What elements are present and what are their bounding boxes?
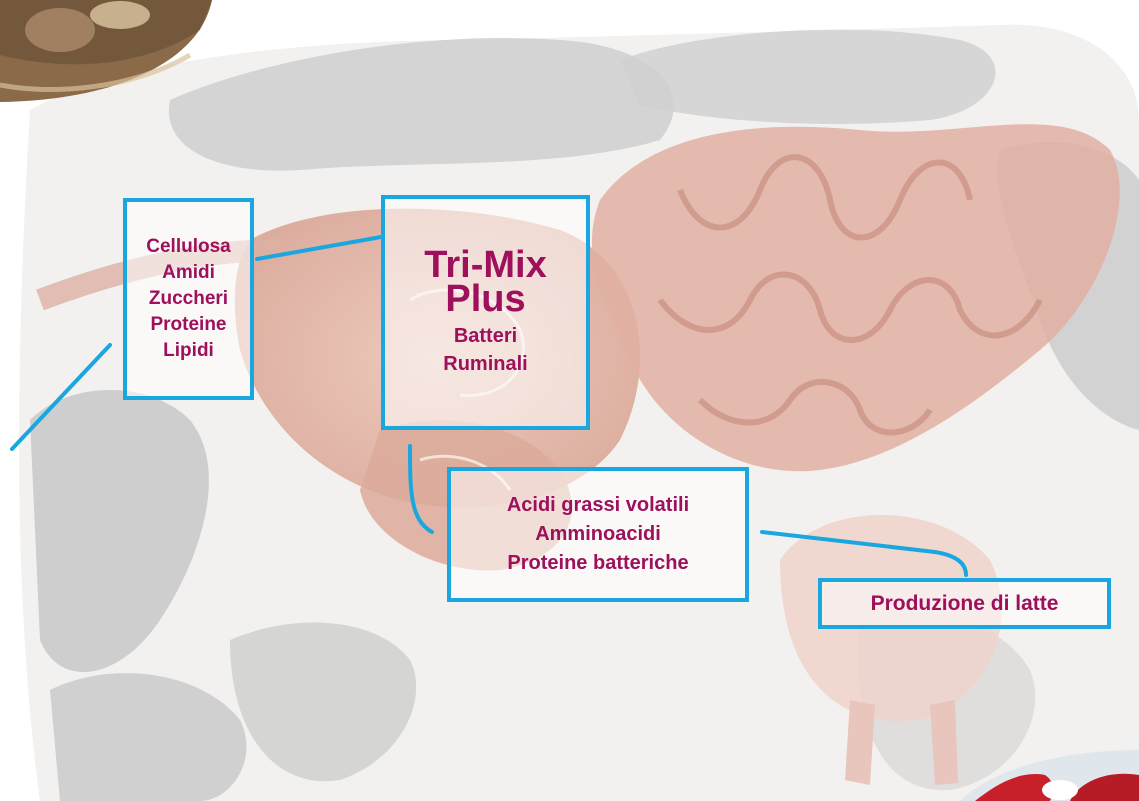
rumen-bacteria-box: Tri-Mix Plus Batteri Ruminali [381, 195, 590, 430]
bacteria-label-line2: Ruminali [443, 350, 527, 378]
bacteria-label-line1: Batteri [454, 322, 517, 350]
feed-item-cellulosa: Cellulosa [146, 234, 230, 260]
milk-production-label: Produzione di latte [871, 592, 1059, 616]
feed-item-proteine: Proteine [150, 312, 226, 338]
feed-item-lipidi: Lipidi [163, 338, 214, 364]
product-item-bacterial-proteins: Proteine batteriche [507, 549, 688, 578]
feed-components-box: Cellulosa Amidi Zuccheri Proteine Lipidi [123, 198, 254, 400]
feed-item-zuccheri: Zuccheri [149, 286, 228, 312]
product-item-acids: Acidi grassi volatili [507, 491, 689, 520]
fermentation-products-box: Acidi grassi volatili Amminoacidi Protei… [447, 467, 749, 602]
product-title-line1: Tri-Mix [424, 248, 546, 282]
milk-production-box: Produzione di latte [818, 578, 1111, 629]
feed-item-amidi: Amidi [162, 260, 215, 286]
product-title-line2: Plus [445, 282, 525, 316]
product-item-aminoacids: Amminoacidi [535, 520, 661, 549]
